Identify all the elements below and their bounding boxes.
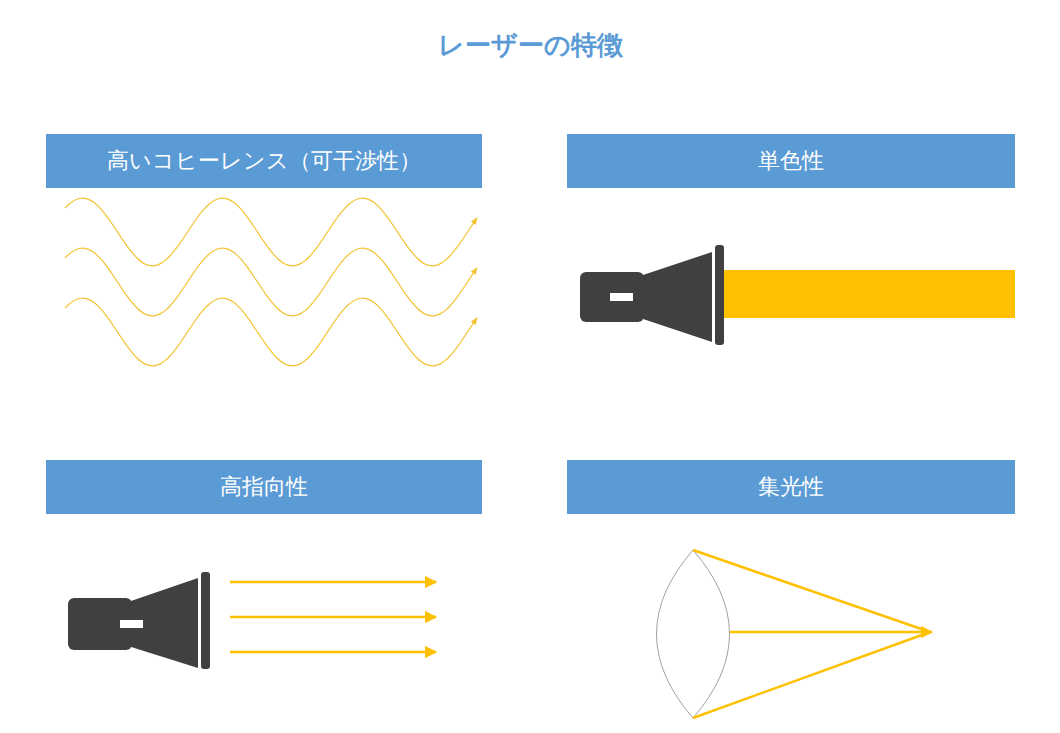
flashlight-directional [68,572,436,669]
band-label: 高いコヒーレンス（可干渉性） [107,146,421,176]
diagram-title: レーザーの特徴 [0,28,1060,63]
band-label: 集光性 [758,472,824,502]
wave-line [65,248,477,316]
header-band: 高いコヒーレンス（可干渉性） [46,134,482,188]
header-band: 高指向性 [46,460,482,514]
band-label: 単色性 [758,146,824,176]
flashlight-monochrome [580,245,1015,345]
focusing-lens [657,550,933,718]
coherent-waves [65,198,477,366]
wave-line [65,198,477,266]
header-band: 集光性 [567,460,1015,514]
wave-line [65,298,477,366]
header-band: 単色性 [567,134,1015,188]
band-label: 高指向性 [220,472,308,502]
